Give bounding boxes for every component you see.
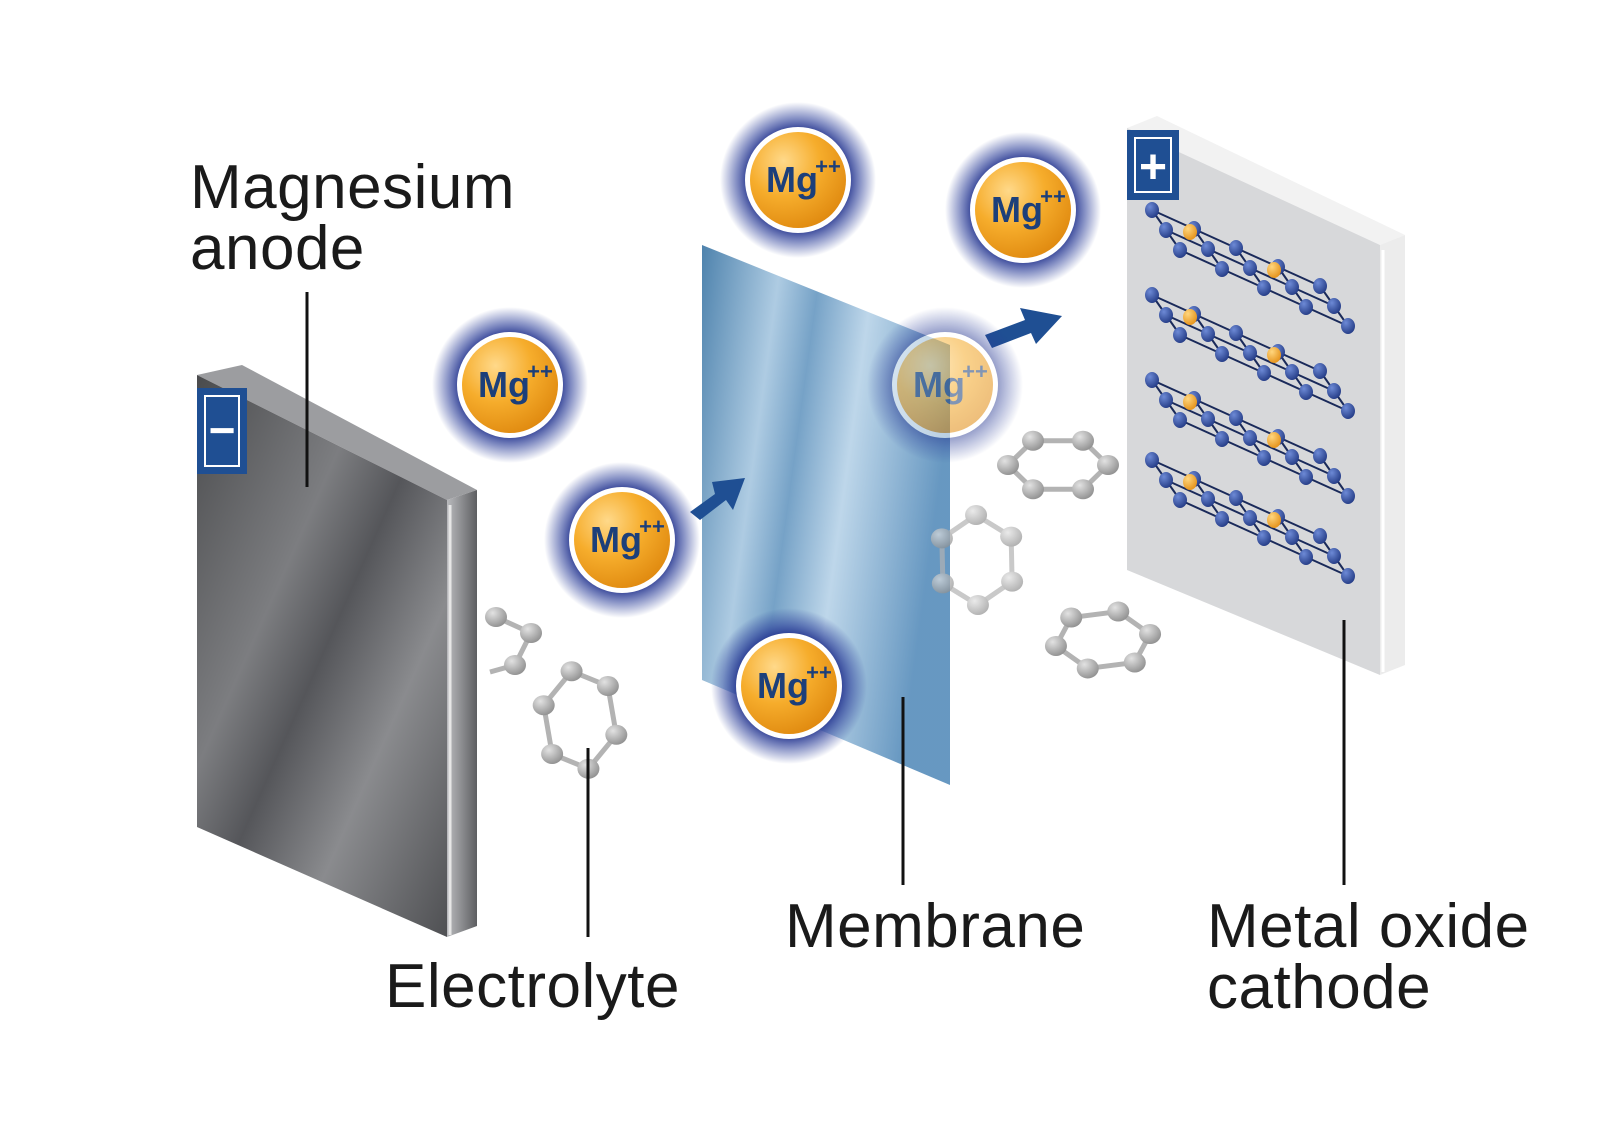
mg-ion-symbol: Mg [757,665,809,706]
mg-ion: Mg++ [544,462,700,618]
mg-ion-charge: ++ [806,660,832,685]
mg-ion: Mg++ [945,132,1101,288]
mg-ion-charge: ++ [962,359,988,384]
mg-ions: Mg++Mg++Mg++Mg++Mg++Mg++ [432,102,1101,764]
mg-ion-charge: ++ [1040,184,1066,209]
ion-flow-arrow-left [690,478,745,520]
electrolyte-label: Electrolyte [385,952,680,1021]
mg-ion-symbol: Mg [478,364,530,405]
electrolyte-molecule [532,661,628,779]
mg-ion: Mg++ [720,102,876,258]
mg-ion-symbol: Mg [913,364,965,405]
cathode-label-line1: Metal oxide [1207,892,1530,961]
mg-ion-symbol: Mg [766,159,818,200]
anode-label-line1: Magnesium [190,153,515,222]
cathode-lattice [1145,202,1355,584]
electrolyte-molecule [485,607,542,675]
membrane-label: Membrane [785,892,1086,961]
electrolyte-molecules [485,430,1162,779]
mg-ion-symbol: Mg [991,189,1043,230]
positive-terminal-symbol: + [1139,141,1167,194]
electrolyte-molecule [997,430,1119,500]
mg-ion: Mg++ [711,608,867,764]
positive-terminal-badge: + [1127,130,1179,200]
mg-ion: Mg++ [867,307,1023,463]
electrolyte-molecule [930,505,1024,615]
negative-terminal-symbol: − [209,404,236,456]
anode-plate [197,365,477,937]
lattice-layer [1145,372,1355,504]
mg-ion-symbol: Mg [590,519,642,560]
electrolyte-molecule [1044,601,1162,679]
lattice-layer [1145,452,1355,584]
negative-terminal-badge: − [197,388,247,474]
lattice-layer [1145,202,1355,334]
anode-label-line2: anode [190,214,365,283]
mg-ion: Mg++ [432,307,588,463]
mg-ion-charge: ++ [639,514,665,539]
lattice-layer [1145,287,1355,419]
mg-ion-charge: ++ [527,359,553,384]
mg-ion-charge: ++ [815,154,841,179]
cathode-label-line2: cathode [1207,953,1432,1022]
